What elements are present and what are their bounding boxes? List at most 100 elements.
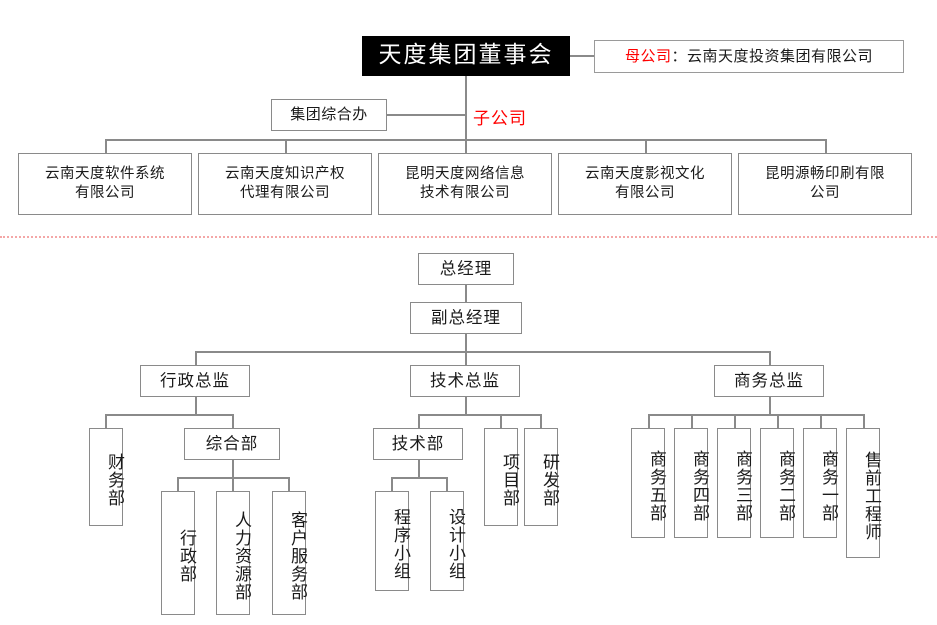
board-of-directors-label: 天度集团董事会 [378,42,554,69]
subsidiary-box-2: 云南天度知识产权 代理有限公司 [198,153,372,215]
subsidiary-3-line1: 昆明天度网络信息 [405,166,525,183]
section-divider [0,236,937,238]
department-business-3-label: 商务三部 [732,450,752,522]
subsidiary-4-line2: 有限公司 [615,185,675,201]
department-box-presales-engineer: 售前工程师 [846,428,881,558]
connector-board-to-parent [570,55,594,57]
general-manager-label: 总经理 [439,259,493,279]
department-box-business-1: 商务一部 [803,428,838,538]
connector-director-bus [195,351,770,353]
department-project-label: 项目部 [499,453,519,507]
department-box-customer-service: 客户服务部 [272,491,307,615]
connector-business-bus [648,414,863,416]
connector-gm-to-dgm [465,285,467,302]
department-box-project: 项目部 [484,428,519,526]
group-office-box: 集团综合办 [271,99,387,131]
subsidiary-5-line1: 昆明源畅印刷有限 [765,166,885,183]
department-box-rd: 研发部 [524,428,559,526]
connector-group-office-to-spine [387,114,465,116]
connector-general-spine [232,460,234,478]
department-box-administration: 行政部 [161,491,196,615]
connector-tech-dept-drop-2 [446,477,448,491]
department-finance-label: 财务部 [104,453,124,507]
director-box-business: 商务总监 [714,365,824,397]
subsidiary-1-line1: 云南天度软件系统 [45,166,165,183]
connector-tech-dept-drop-1 [391,477,393,491]
subsidiary-5-line2: 公司 [810,185,840,201]
parent-company-box: 母公司：云南天度投资集团有限公司 [594,40,904,73]
subsidiary-box-5: 昆明源畅印刷有限 公司 [738,153,912,215]
connector-subsidiary-drop-4 [645,139,647,153]
subsidiary-4-line1: 云南天度影视文化 [585,166,705,183]
connector-tech-dept-spine [418,460,420,478]
connector-business-drop-5 [820,414,822,428]
connector-tech-spine [465,397,467,415]
team-programming-label: 程序小组 [390,508,410,580]
connector-board-spine [465,76,467,140]
connector-tech-dept-bus [391,477,446,479]
department-box-business-5: 商务五部 [631,428,666,538]
connector-subsidiary-drop-1 [105,139,107,153]
subsidiary-2-line2: 代理有限公司 [240,185,330,201]
department-box-business-3: 商务三部 [717,428,752,538]
connector-subsidiary-drop-3 [465,139,467,153]
department-box-business-2: 商务二部 [760,428,795,538]
team-box-design: 设计小组 [430,491,465,591]
department-box-human-resources: 人力资源部 [216,491,251,615]
director-box-technology: 技术总监 [410,365,520,397]
parent-company-separator: ： [671,46,687,65]
director-business-label: 商务总监 [734,371,804,391]
connector-business-drop-2 [691,414,693,428]
board-of-directors-box: 天度集团董事会 [362,36,570,76]
department-business-1-label: 商务一部 [818,450,838,522]
connector-subsidiary-drop-2 [285,139,287,153]
connector-director-drop-3 [769,351,771,365]
connector-dgm-spine [465,334,467,352]
department-box-technology: 技术部 [373,428,463,460]
department-rd-label: 研发部 [539,453,559,507]
connector-tech-drop-2 [500,414,502,428]
deputy-general-manager-label: 副总经理 [431,308,501,328]
director-technology-label: 技术总监 [430,371,500,391]
connector-general-drop-2 [232,477,234,491]
team-design-label: 设计小组 [445,508,465,580]
connector-business-spine [769,397,771,415]
connector-business-drop-6 [863,414,865,428]
department-human-resources-label: 人力资源部 [231,511,251,601]
connector-admin-spine [195,397,197,415]
department-presales-engineer-label: 售前工程师 [861,451,881,541]
department-technology-label: 技术部 [391,434,445,454]
subsidiary-3-line2: 技术有限公司 [420,185,510,201]
connector-tech-drop-1 [418,414,420,428]
subsidiary-label: 子公司 [473,109,527,129]
connector-tech-bus [418,414,540,416]
connector-admin-drop-finance [105,414,107,428]
connector-director-drop-2 [465,351,467,365]
team-box-programming: 程序小组 [375,491,410,591]
parent-company-name: 云南天度投资集团有限公司 [687,46,874,65]
connector-business-drop-3 [734,414,736,428]
connector-business-drop-4 [777,414,779,428]
department-box-business-4: 商务四部 [674,428,709,538]
department-box-finance: 财务部 [89,428,124,526]
subsidiary-1-line2: 有限公司 [75,185,135,201]
group-office-label: 集团综合办 [290,105,368,124]
subsidiary-2-line1: 云南天度知识产权 [225,166,345,183]
department-box-general: 综合部 [184,428,280,460]
connector-director-drop-1 [195,351,197,365]
subsidiary-box-3: 昆明天度网络信息 技术有限公司 [378,153,552,215]
parent-company-tag: 母公司 [624,46,672,65]
department-business-5-label: 商务五部 [646,450,666,522]
connector-subsidiary-drop-5 [825,139,827,153]
connector-admin-bus [105,414,232,416]
director-administration-label: 行政总监 [160,371,230,391]
deputy-general-manager-box: 副总经理 [410,302,522,334]
connector-general-drop-3 [288,477,290,491]
director-box-administration: 行政总监 [140,365,250,397]
subsidiary-box-4: 云南天度影视文化 有限公司 [558,153,732,215]
department-business-4-label: 商务四部 [689,450,709,522]
subsidiary-box-1: 云南天度软件系统 有限公司 [18,153,192,215]
department-administration-label: 行政部 [176,529,196,583]
general-manager-box: 总经理 [418,253,514,285]
